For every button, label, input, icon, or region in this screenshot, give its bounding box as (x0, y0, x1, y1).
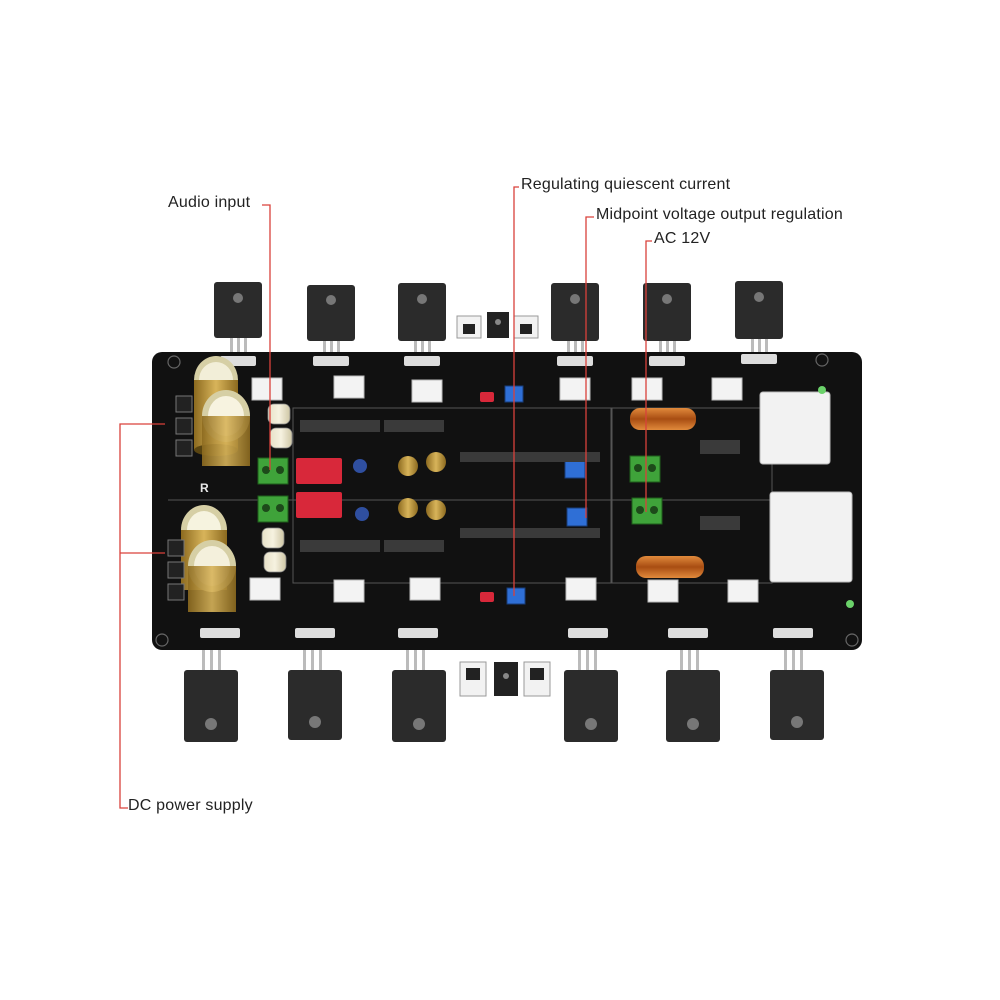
driver-transistor (459, 661, 487, 697)
channel-mark: R (200, 481, 209, 495)
silkscreen-pads (200, 354, 813, 638)
power-transistor (392, 650, 446, 742)
status-leds (818, 386, 854, 608)
small-components (300, 420, 740, 552)
top-power-transistors (214, 281, 783, 356)
dc-power-terminals (167, 395, 193, 601)
driver-transistor (494, 662, 518, 696)
leader-ac-12v (645, 240, 652, 512)
label-midpoint-voltage: Midpoint voltage output regulation (596, 206, 843, 223)
callout-leader-lines (119, 186, 652, 809)
power-transistor (643, 283, 691, 356)
power-transistor (184, 650, 238, 742)
driver-transistor (513, 315, 539, 339)
power-transistor (398, 283, 446, 356)
film-capacitors (296, 392, 494, 602)
power-transistor (666, 650, 720, 742)
top-driver-transistors (456, 312, 539, 339)
power-transistor (214, 282, 262, 356)
leader-quiescent-current (513, 186, 519, 596)
power-transistor (564, 650, 618, 742)
leader-midpoint-voltage (585, 216, 594, 518)
power-transistor (307, 285, 355, 356)
label-ac-12v: AC 12V (654, 230, 711, 247)
power-transistor (735, 281, 783, 354)
driver-transistor (456, 315, 482, 339)
emitter-resistors (249, 375, 759, 603)
leader-dc-power (119, 423, 165, 809)
electrolytic-capacitor (188, 540, 236, 612)
ac-input-terminals (629, 455, 663, 525)
label-audio-input: Audio input (168, 194, 251, 211)
driver-transistor (487, 312, 509, 338)
power-transistor (288, 650, 342, 740)
electrolytic-capacitor (202, 390, 250, 466)
audio-capacitors (353, 452, 446, 521)
label-quiescent-current: Regulating quiescent current (521, 176, 731, 193)
small-capacitors (261, 403, 293, 573)
audio-input-terminals (257, 457, 289, 523)
driver-transistor (523, 661, 551, 697)
protection-relays (759, 391, 853, 583)
bottom-power-transistors (184, 650, 824, 742)
power-transistor (770, 650, 824, 740)
power-transistor (551, 283, 599, 356)
filter-capacitors (181, 356, 250, 612)
bottom-driver-transistors (459, 661, 551, 697)
label-dc-power: DC power supply (128, 797, 253, 814)
leader-audio-input (262, 204, 271, 470)
